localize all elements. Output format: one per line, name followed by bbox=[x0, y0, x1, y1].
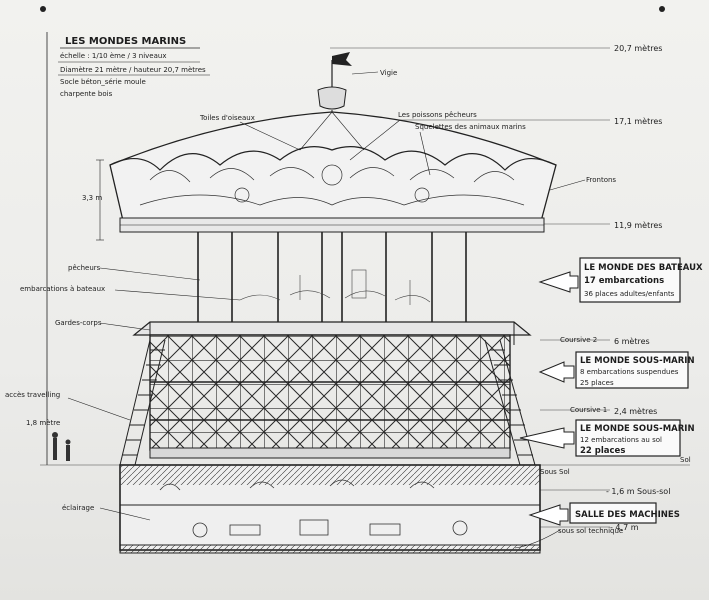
header-line-1: échelle : 1/10 ème / 3 niveaux bbox=[60, 52, 166, 60]
box-bateaux: LE MONDE DES BATEAUX 17 embarcations 36 … bbox=[538, 257, 703, 303]
box-sousmarin-2: LE MONDE SOUS-MARIN 8 embarcations suspe… bbox=[538, 351, 695, 389]
right-stair bbox=[484, 339, 536, 466]
label-toiles: Toiles d'oiseaux bbox=[199, 114, 255, 122]
box-bateaux-line-3: 36 places adultes/enfants bbox=[584, 290, 675, 298]
height-annotations: 20,7 mètres 17,1 mètres 11,9 mètres 6 mè… bbox=[82, 43, 670, 532]
box-sousmarin2-line-1: LE MONDE SOUS-MARIN bbox=[580, 356, 695, 366]
columns bbox=[197, 232, 467, 325]
header-line-4: charpente bois bbox=[60, 90, 113, 98]
label-pecheurs: pêcheurs bbox=[68, 264, 101, 272]
label-soussol: Sous Sol bbox=[540, 468, 570, 476]
canopy bbox=[109, 111, 557, 233]
header-line-2: Diamètre 21 mètre / hauteur 20,7 mètres bbox=[60, 66, 206, 74]
box-machines: SALLE DES MACHINES bbox=[528, 502, 680, 526]
flag-icon bbox=[332, 52, 352, 66]
height-minus-4-7: - 4,7 m bbox=[610, 523, 639, 532]
label-coursive-2: Coursive 2 bbox=[560, 336, 597, 344]
dim-3-3: 3,3 m bbox=[82, 194, 102, 202]
label-frontons: Frontons bbox=[586, 176, 616, 184]
top-labels: Vigie Les poissons pêcheurs Squelettes d… bbox=[349, 69, 616, 191]
height-17-1: 17,1 mètres bbox=[614, 116, 662, 126]
lookout-basket bbox=[317, 86, 347, 110]
mast bbox=[317, 52, 352, 140]
box-sousmarin2-line-2: 8 embarcations suspendues bbox=[580, 368, 679, 376]
label-1-8m: 1,8 mètre bbox=[26, 419, 60, 427]
label-soussol-tech: sous sol technique bbox=[558, 527, 623, 535]
height-11-9: 11,9 mètres bbox=[614, 220, 662, 230]
label-coursive-1: Coursive 1 bbox=[570, 406, 607, 414]
label-poissons: Les poissons pêcheurs bbox=[398, 111, 477, 119]
drawing-title: LES MONDES MARINS bbox=[65, 36, 186, 47]
height-20-7: 20,7 mètres bbox=[614, 43, 662, 53]
box-sousmarin1-line-1: LE MONDE SOUS-MARIN bbox=[580, 424, 695, 434]
height-2-4: 2,4 mètres bbox=[614, 406, 657, 416]
height-6: 6 mètres bbox=[614, 336, 650, 346]
label-sol: Sol bbox=[680, 456, 691, 464]
box-sousmarin2-line-3: 25 places bbox=[580, 379, 614, 387]
label-acces: accès travelling bbox=[5, 391, 60, 399]
truss-structure bbox=[149, 334, 511, 451]
left-stair bbox=[119, 339, 166, 466]
box-sousmarin1-line-3: 22 places bbox=[580, 446, 625, 456]
boats-level bbox=[239, 269, 431, 305]
label-squelettes: Squelettes des animaux marins bbox=[415, 123, 526, 131]
scale-figures bbox=[52, 432, 71, 461]
basement bbox=[119, 464, 541, 554]
label-vigie: Vigie bbox=[380, 69, 397, 77]
box-machines-label: SALLE DES MACHINES bbox=[575, 510, 680, 520]
label-eclairage: éclairage bbox=[62, 504, 94, 512]
pin-right bbox=[659, 6, 665, 12]
left-labels: Toiles d'oiseaux pêcheurs embarcations à… bbox=[5, 114, 301, 521]
right-mid-labels: Coursive 2 Coursive 1 Sous Sol Sol sous … bbox=[514, 336, 691, 549]
upper-deck bbox=[132, 321, 532, 345]
pin-left bbox=[40, 6, 46, 12]
box-sousmarin1-line-2: 12 embarcations au sol bbox=[580, 436, 662, 444]
height-minus-1-6: - 1,6 m Sous-sol bbox=[606, 487, 670, 496]
label-embarcations: embarcations à bateaux bbox=[20, 285, 105, 293]
box-sousmarin-1: LE MONDE SOUS-MARIN 12 embarcations au s… bbox=[519, 419, 695, 457]
box-bateaux-line-2: 17 embarcations bbox=[584, 276, 664, 286]
title-block: LES MONDES MARINS échelle : 1/10 ème / 3… bbox=[58, 36, 210, 98]
box-bateaux-line-1: LE MONDE DES BATEAUX bbox=[584, 263, 703, 273]
label-gardecorps: Gardes-corps bbox=[55, 319, 102, 327]
header-line-3: Socle béton_série moule bbox=[60, 78, 146, 86]
